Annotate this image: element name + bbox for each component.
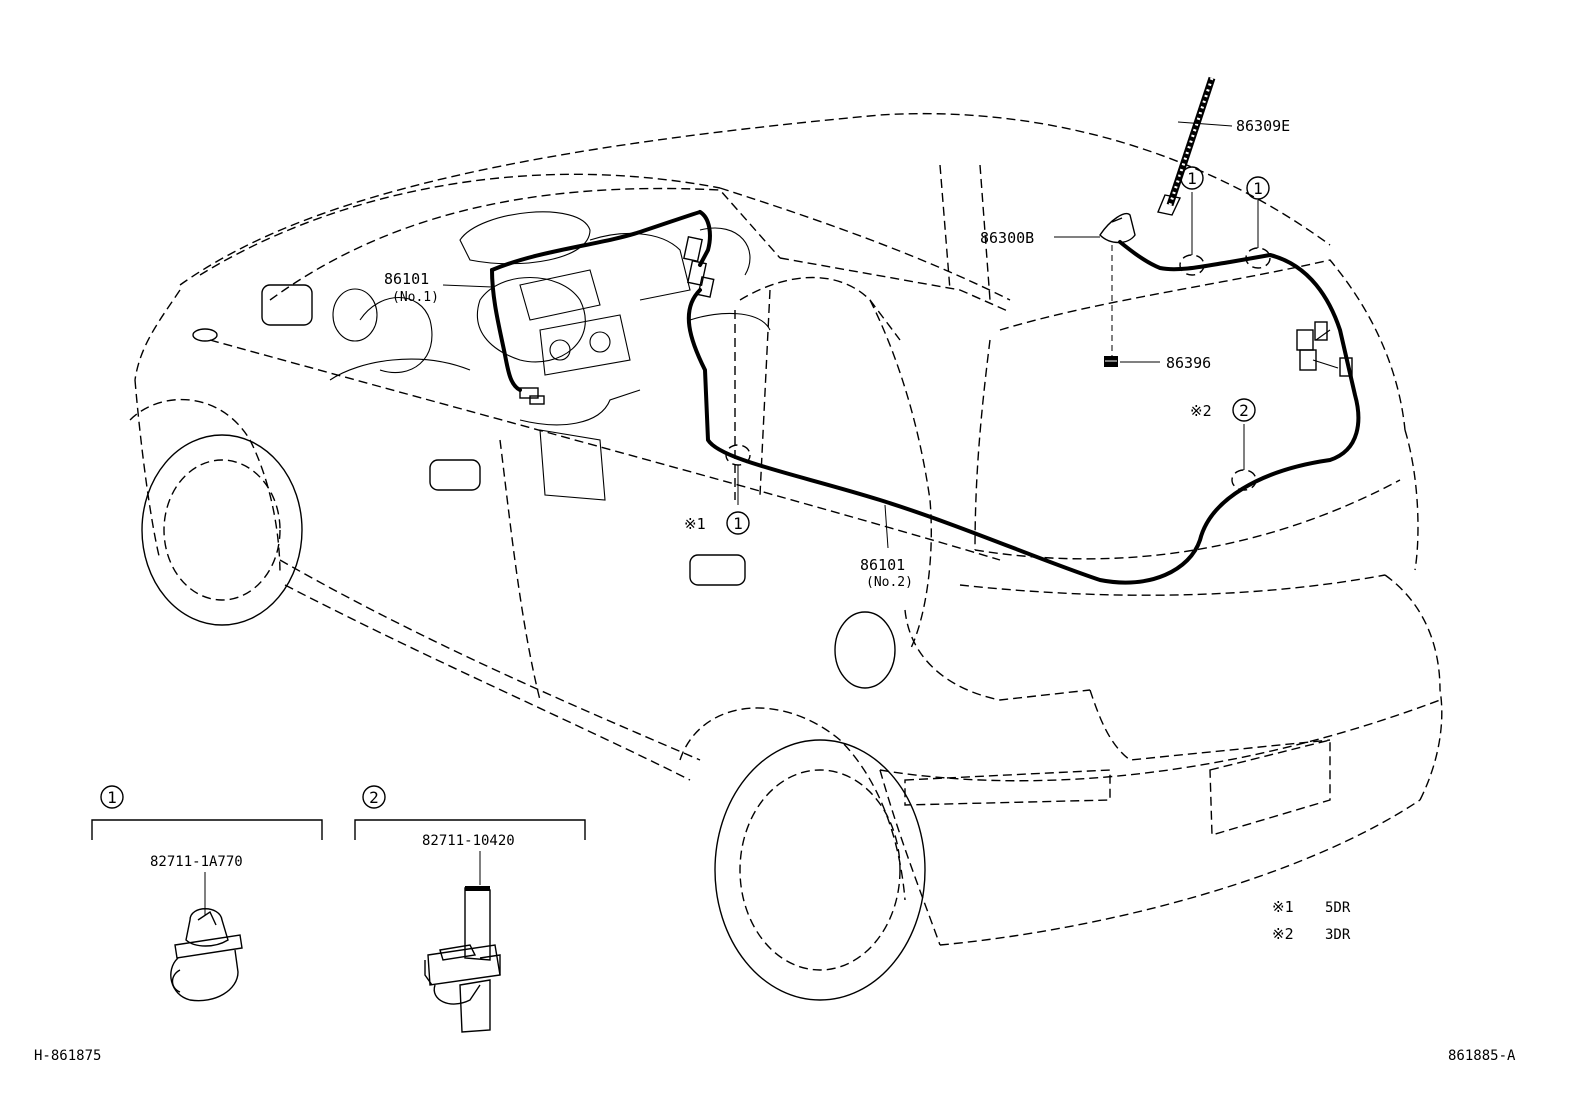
- legend-text-2: 3DR: [1325, 927, 1351, 943]
- svg-text:2: 2: [1239, 401, 1249, 420]
- callout-circle-1-roof-b: 1: [1246, 176, 1270, 200]
- antenna-rod-icon: [1157, 76, 1216, 216]
- clamp-2-icon: [424, 886, 501, 1033]
- antenna-cord-no2: [686, 240, 1361, 585]
- callout-circle-2-rear: 2 ※2: [1190, 398, 1256, 422]
- inset-2: 2 82711-10420: [354, 785, 586, 1033]
- label-cord-no1-sub: (No.1): [392, 290, 439, 305]
- note-mark-1: ※1: [684, 515, 706, 533]
- leader-lines: [442, 121, 1259, 549]
- inset-2-part-number: 82711-10420: [422, 833, 515, 849]
- svg-text:1: 1: [1187, 169, 1197, 188]
- label-antenna-rod: 86309E: [1236, 117, 1290, 135]
- callout-circle-1-roof-a: 1: [1180, 166, 1204, 190]
- note-mark-2: ※2: [1190, 402, 1212, 420]
- inset-1-marker: 1: [107, 788, 117, 807]
- footer-left-code: H-861875: [34, 1048, 101, 1064]
- legend: ※1 5DR ※2 3DR: [1272, 898, 1351, 943]
- label-antenna-base: 86300B: [980, 229, 1034, 247]
- label-cord-no1-part: 86101: [384, 270, 429, 288]
- antenna-cord-no1: [490, 210, 715, 405]
- dashboard-interior: [329, 211, 771, 501]
- svg-text:1: 1: [733, 514, 743, 533]
- antenna-base-icon: [1099, 213, 1136, 244]
- svg-text:1: 1: [1253, 179, 1263, 198]
- pad-86396-icon: [1104, 245, 1118, 367]
- inset-1-part-number: 82711-1A770: [150, 854, 243, 870]
- inset-1: 1 82711-1A770: [91, 785, 323, 1002]
- label-cord-no2-part: 86101: [860, 556, 905, 574]
- footer-right-code: 861885-A: [1448, 1048, 1516, 1064]
- label-cord-no2-sub: (No.2): [866, 575, 913, 590]
- legend-text-1: 5DR: [1325, 900, 1351, 916]
- clamp-1-icon: [170, 908, 243, 1002]
- legend-mark-1: ※1: [1272, 898, 1294, 916]
- legend-mark-2: ※2: [1272, 925, 1294, 943]
- callout-circle-1-side: 1 ※1: [684, 511, 750, 535]
- inset-2-marker: 2: [369, 788, 379, 807]
- label-pad: 86396: [1166, 354, 1211, 372]
- car-body-outline: [129, 112, 1443, 1001]
